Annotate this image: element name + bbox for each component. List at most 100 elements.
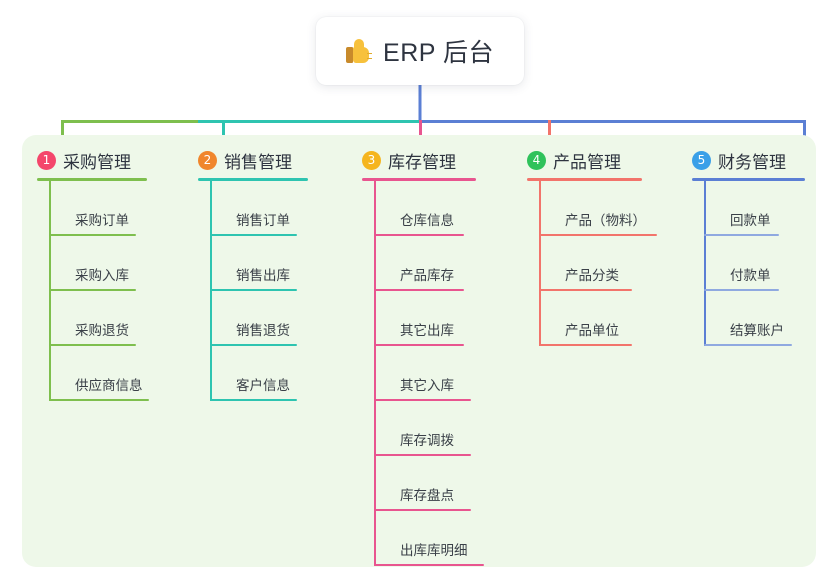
list-item[interactable]: 其它出库 [374,291,522,346]
branch-header[interactable]: 5 财务管理 [692,148,839,172]
list-item-underline [704,289,779,291]
branch-spine [49,181,51,401]
branch-header[interactable]: 2 销售管理 [198,148,348,172]
branch-items: 采购订单 采购入库 采购退货 供应商信息 [49,181,187,401]
list-item[interactable]: 采购入库 [49,236,187,291]
diagram-panel [22,135,816,567]
list-item[interactable]: 销售订单 [210,181,348,236]
root-title: ERP 后台 [383,39,494,67]
branch-number-badge: 4 [527,150,546,170]
list-item[interactable]: 产品单位 [539,291,697,346]
list-item-label: 销售订单 [236,213,290,228]
list-item[interactable]: 其它入库 [374,346,522,401]
branch-underline [527,178,642,181]
list-item-label: 销售出库 [236,268,290,283]
branch-number-badge: 2 [198,150,217,170]
branch-spine [374,181,376,566]
list-item[interactable]: 出库库明细 [374,511,522,566]
branch-title: 库存管理 [388,152,456,172]
branch-product: 4 产品管理 产品（物料） 产品分类 产品单位 [527,148,697,346]
list-item[interactable]: 采购订单 [49,181,187,236]
list-item[interactable]: 库存盘点 [374,456,522,511]
list-item-label: 产品单位 [565,323,619,338]
list-item-underline [374,344,464,346]
list-item-underline [539,344,632,346]
branch-title: 财务管理 [718,152,786,172]
list-item-underline [374,234,464,236]
branch-title: 采购管理 [63,152,131,172]
list-item-underline [539,289,632,291]
list-item-underline [374,564,484,566]
list-item-underline [539,234,657,236]
list-item-underline [49,289,136,291]
list-item-label: 结算账户 [730,323,784,338]
list-item-label: 客户信息 [236,378,290,393]
branch-inventory: 3 库存管理 仓库信息 产品库存 其它出库 其它入库 库存调拨 [362,148,522,566]
list-item-underline [374,399,471,401]
list-item[interactable]: 库存调拨 [374,401,522,456]
list-item[interactable]: 产品分类 [539,236,697,291]
list-item[interactable]: 回款单 [704,181,839,236]
branch-header[interactable]: 1 采购管理 [37,148,187,172]
branch-items: 回款单 付款单 结算账户 [704,181,839,346]
list-item-underline [210,344,297,346]
list-item-label: 库存调拨 [400,433,454,448]
branch-underline [198,178,308,181]
branch-purchasing: 1 采购管理 采购订单 采购入库 采购退货 供应商信息 [37,148,187,401]
list-item-label: 付款单 [730,268,771,283]
list-item-underline [704,234,779,236]
list-item-underline [49,399,149,401]
list-item[interactable]: 销售出库 [210,236,348,291]
list-item[interactable]: 结算账户 [704,291,839,346]
list-item[interactable]: 产品（物料） [539,181,697,236]
list-item-underline [210,234,297,236]
list-item-label: 销售退货 [236,323,290,338]
branch-underline [362,178,476,181]
list-item[interactable]: 付款单 [704,236,839,291]
list-item-label: 产品分类 [565,268,619,283]
list-item-underline [49,234,136,236]
list-item-underline [374,289,464,291]
branch-number-badge: 3 [362,150,381,170]
branch-spine [210,181,212,401]
branch-items: 仓库信息 产品库存 其它出库 其它入库 库存调拨 库存盘点 [374,181,522,566]
list-item[interactable]: 采购退货 [49,291,187,346]
list-item[interactable]: 销售退货 [210,291,348,346]
branch-underline [692,178,805,181]
list-item[interactable]: 供应商信息 [49,346,187,401]
list-item-label: 采购退货 [75,323,129,338]
list-item-label: 出库库明细 [400,543,468,558]
list-item-label: 仓库信息 [400,213,454,228]
branch-items: 销售订单 销售出库 销售退货 客户信息 [210,181,348,401]
branch-number-badge: 1 [37,150,56,170]
branch-header[interactable]: 3 库存管理 [362,148,522,172]
list-item-underline [704,344,792,346]
list-item[interactable]: 客户信息 [210,346,348,401]
branch-spine [704,181,706,346]
branch-title: 销售管理 [224,152,292,172]
branch-underline [37,178,147,181]
list-item[interactable]: 仓库信息 [374,181,522,236]
list-item-label: 产品（物料） [565,213,646,228]
branch-sales: 2 销售管理 销售订单 销售出库 销售退货 客户信息 [198,148,348,401]
list-item-underline [374,509,471,511]
list-item-label: 产品库存 [400,268,454,283]
list-item[interactable]: 产品库存 [374,236,522,291]
branch-items: 产品（物料） 产品分类 产品单位 [539,181,697,346]
root-node[interactable]: ERP 后台 [316,17,524,85]
list-item-underline [374,454,471,456]
list-item-label: 其它入库 [400,378,454,393]
branch-header[interactable]: 4 产品管理 [527,148,697,172]
branch-finance: 5 财务管理 回款单 付款单 结算账户 [692,148,839,346]
branch-number-badge: 5 [692,150,711,170]
list-item-label: 回款单 [730,213,771,228]
list-item-underline [210,289,297,291]
branch-spine [539,181,541,346]
list-item-label: 其它出库 [400,323,454,338]
list-item-label: 供应商信息 [75,378,143,393]
list-item-underline [210,399,297,401]
list-item-label: 库存盘点 [400,488,454,503]
branch-title: 产品管理 [553,152,621,172]
thumbs-up-icon [346,38,373,65]
